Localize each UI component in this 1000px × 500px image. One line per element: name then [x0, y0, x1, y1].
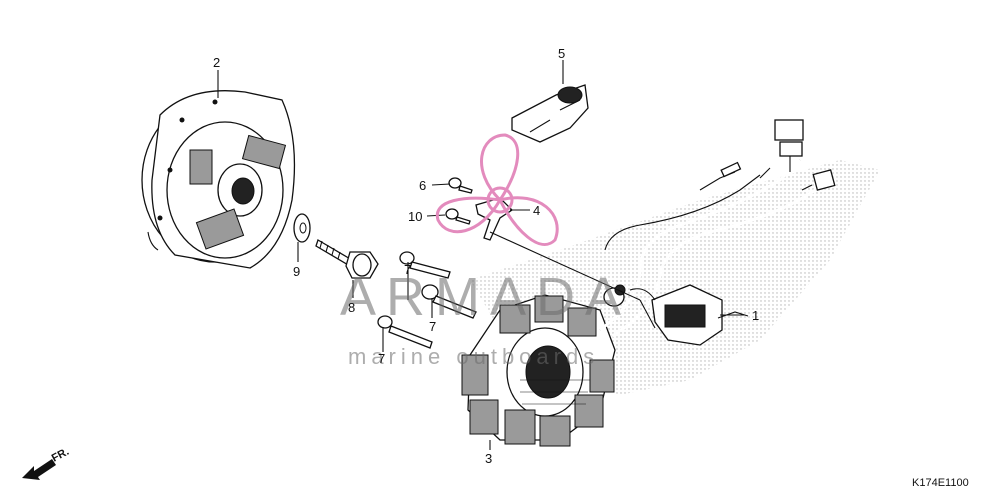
front-direction-indicator: FR.	[22, 446, 71, 480]
bolt-bottom	[377, 315, 433, 349]
washer	[293, 213, 311, 243]
grommet	[603, 284, 626, 307]
callout-1: 1	[752, 308, 759, 323]
flywheel	[141, 90, 296, 269]
flange-bolt	[315, 239, 379, 279]
screw-10	[445, 208, 471, 225]
callout-7-bottom: 7	[378, 351, 385, 366]
connector-right	[801, 169, 836, 191]
callout-9: 9	[293, 264, 300, 279]
callout-labels: 1 2 3 4 5 6 7 7 7 8 9 10	[213, 46, 759, 466]
callout-6: 6	[419, 178, 426, 193]
connector-top	[774, 119, 804, 172]
callout-3: 3	[485, 451, 492, 466]
bolts	[377, 251, 477, 349]
callout-7-top: 7	[404, 262, 411, 277]
diagram-code: K174E1100	[912, 477, 969, 489]
propeller-icon	[435, 133, 559, 246]
terminal-small	[720, 161, 742, 178]
stator	[461, 294, 616, 447]
bolt-middle	[421, 284, 477, 319]
callout-10: 10	[408, 209, 422, 224]
callout-2: 2	[213, 55, 220, 70]
watermark-brand: ARMADA	[340, 267, 631, 327]
watermark-tagline: marine outboards	[348, 344, 599, 369]
pulser-coil	[629, 284, 749, 346]
bolt-top	[399, 251, 451, 279]
front-arrow-icon	[22, 459, 56, 480]
cable-holder	[511, 84, 589, 143]
callout-5: 5	[558, 46, 565, 61]
watermark-logo: ARMADA marine outboards	[340, 133, 631, 369]
callout-4: 4	[533, 203, 540, 218]
leader-lines	[217, 60, 745, 450]
screw-6	[448, 177, 473, 194]
callout-8: 8	[348, 300, 355, 315]
front-label: FR.	[50, 446, 71, 465]
callout-7-middle: 7	[429, 319, 436, 334]
